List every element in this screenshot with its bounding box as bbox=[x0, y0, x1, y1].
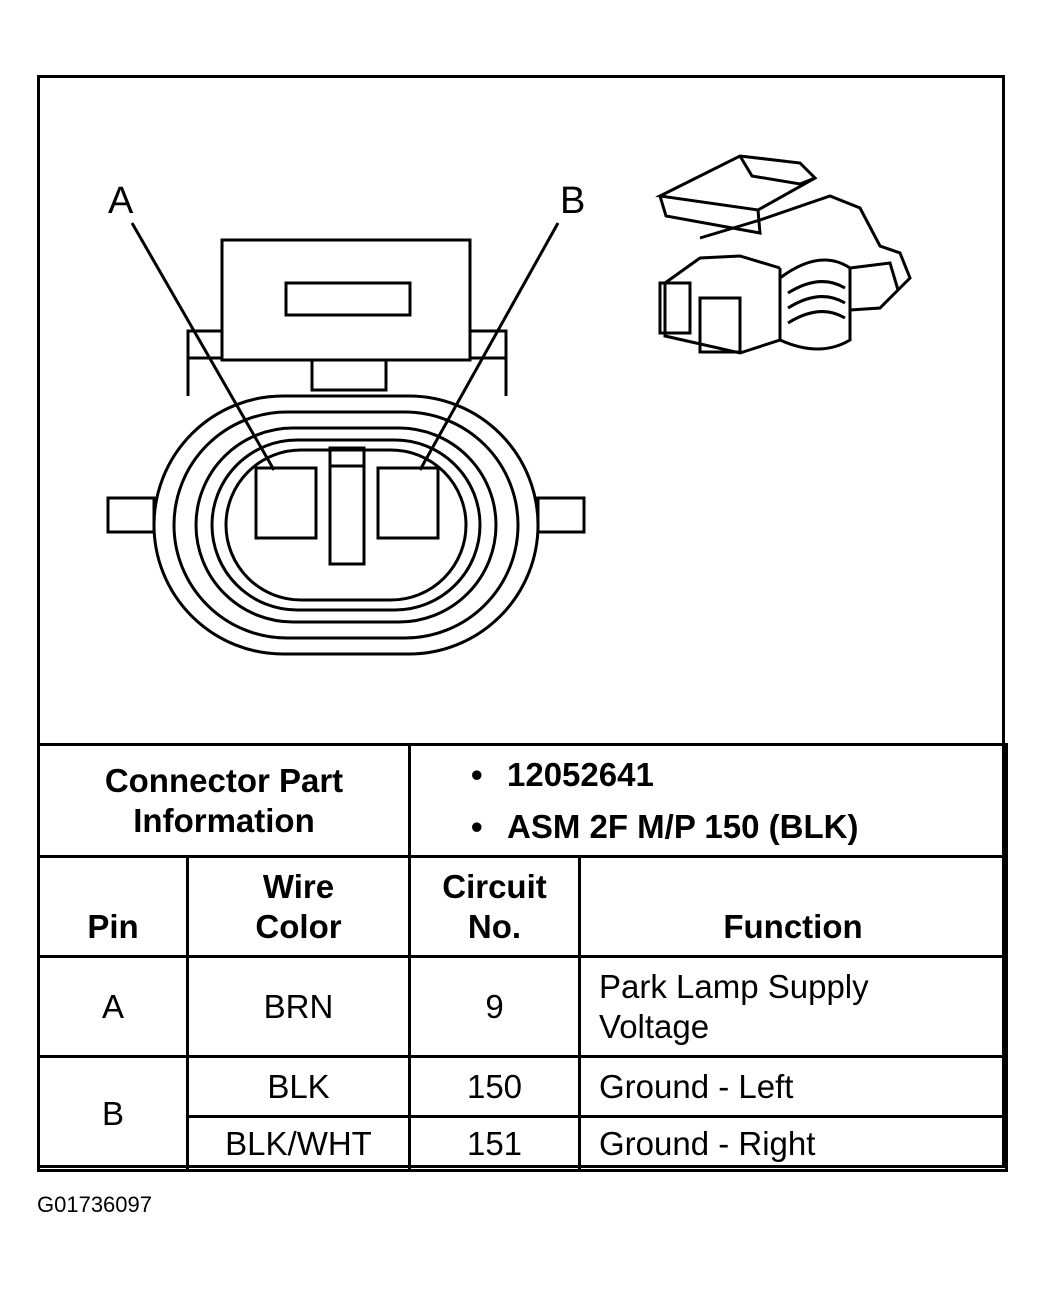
table-row: B BLK 150 Ground - Left bbox=[37, 1055, 1009, 1172]
header-wire-color: Wire Color bbox=[186, 855, 411, 958]
wire-color-cell: BLK bbox=[186, 1055, 411, 1118]
connector-drawing: A B bbox=[106, 154, 912, 656]
function-cell: Park Lamp Supply Voltage bbox=[577, 955, 1009, 1058]
diagram-frame: A B Connector Part Information •12052641… bbox=[37, 75, 1009, 1172]
wire-color-cell: BLK/WHT bbox=[186, 1115, 411, 1172]
header-pin: Pin bbox=[37, 855, 189, 958]
figure-id: G01736097 bbox=[37, 1192, 152, 1217]
header-circuit: Circuit No. bbox=[408, 855, 581, 958]
table-row: BLK/WHT 151 Ground - Right bbox=[39, 1115, 1009, 1172]
pin-cell: A bbox=[37, 955, 189, 1058]
part-info-label-text: Connector Part Information bbox=[104, 761, 344, 839]
circuit-cell: 150 bbox=[408, 1055, 581, 1118]
part-info-row: Connector Part Information •12052641 •AS… bbox=[37, 743, 1009, 858]
part-number-1: •12052641 bbox=[471, 755, 654, 793]
pin-b-leader bbox=[418, 222, 560, 471]
part-numbers: •12052641 •ASM 2F M/P 150 (BLK) bbox=[407, 743, 1009, 858]
circuit-cell: 9 bbox=[408, 955, 581, 1058]
table-row: A BRN 9 Park Lamp Supply Voltage bbox=[37, 955, 1009, 1058]
part-number-2: •ASM 2F M/P 150 (BLK) bbox=[471, 807, 859, 845]
part-info-label: Connector Part Information bbox=[37, 743, 411, 858]
connector-face bbox=[106, 238, 586, 656]
pin-cell: B bbox=[37, 1055, 189, 1172]
connector-iso-view bbox=[655, 154, 912, 355]
header-function: Function bbox=[577, 855, 1009, 958]
function-cell: Ground - Left bbox=[577, 1055, 1009, 1118]
circuit-cell: 151 bbox=[408, 1115, 581, 1172]
wire-color-cell: BRN bbox=[186, 955, 411, 1058]
pin-a-leader bbox=[130, 222, 276, 471]
header-row: Pin Wire Color Circuit No. Function bbox=[37, 855, 1009, 958]
pin-b-label: B bbox=[560, 180, 585, 222]
connector-table: Connector Part Information •12052641 •AS… bbox=[37, 743, 1009, 1172]
pin-a-label: A bbox=[108, 180, 134, 222]
function-cell: Ground - Right bbox=[577, 1115, 1009, 1172]
